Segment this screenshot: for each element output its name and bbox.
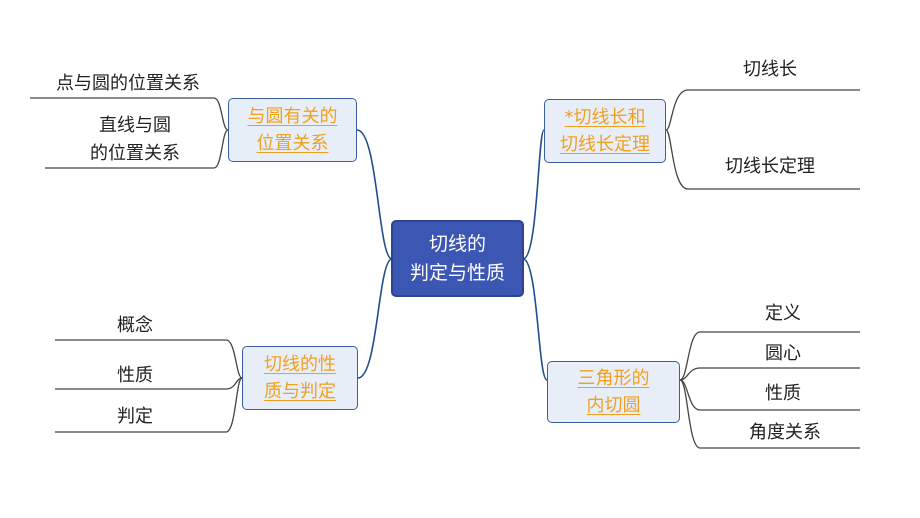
topic-tangent-properties-line2: 质与判定 [264,381,336,402]
leaf-incircle-property[interactable]: 性质 [765,383,801,404]
topic-tangent-properties-line1: 切线的性 [264,354,336,375]
center-topic[interactable]: 切线的 判定与性质 [391,220,524,297]
connector-leaf-point-circle [30,97,229,131]
leaf-line-circle-position-line2[interactable]: 的位置关系 [90,143,180,164]
leaf-line-circle-position-line1[interactable]: 直线与圆 [99,115,171,136]
topic-circle-relation[interactable]: 与圆有关的 位置关系 [228,98,357,162]
topic-tangent-length-line1: *切线长和 [564,107,646,128]
leaf-tangent-determine[interactable]: 判定 [117,406,153,427]
connector-leaf-tangent-theorem [665,129,860,190]
connector-leaf-concept [55,339,243,379]
connector-center-to-tangent-length [522,129,545,260]
leaf-incircle-center[interactable]: 圆心 [765,343,801,364]
connector-leaf-tangent-length [665,89,860,131]
leaf-point-circle-position[interactable]: 点与圆的位置关系 [56,73,200,94]
connector-center-to-tangent-properties [357,258,393,379]
leaf-incircle-angle-relation[interactable]: 角度关系 [749,422,821,443]
leaf-incircle-definition[interactable]: 定义 [765,303,801,324]
connector-leaf-line-circle [45,129,229,169]
connector-center-to-circle-relation [356,129,393,260]
center-topic-line2: 判定与性质 [409,261,505,284]
leaf-concept[interactable]: 概念 [117,315,153,336]
connector-leaf-determine [55,377,243,433]
topic-incircle[interactable]: 三角形的 内切圆 [547,361,680,423]
leaf-tangent-length-theorem[interactable]: 切线长定理 [725,156,815,177]
topic-tangent-properties[interactable]: 切线的性 质与判定 [242,346,358,410]
topic-incircle-line1: 三角形的 [577,368,650,389]
topic-circle-relation-line1: 与圆有关的 [247,106,338,127]
connector-leaf-property [55,377,243,390]
leaf-tangent-length[interactable]: 切线长 [743,59,797,80]
connector-leaf-angle-relation [679,379,860,449]
connector-center-to-incircle [522,258,548,381]
topic-tangent-length-line2: 切线长定理 [560,134,650,155]
topic-circle-relation-line2: 位置关系 [256,133,329,154]
center-topic-line1: 切线的 [428,232,486,255]
connector-leaf-center [679,367,860,381]
topic-incircle-line2: 内切圆 [586,395,641,416]
connector-leaf-definition [679,331,860,381]
leaf-tangent-property[interactable]: 性质 [117,365,153,386]
topic-tangent-length[interactable]: *切线长和 切线长定理 [544,99,666,163]
